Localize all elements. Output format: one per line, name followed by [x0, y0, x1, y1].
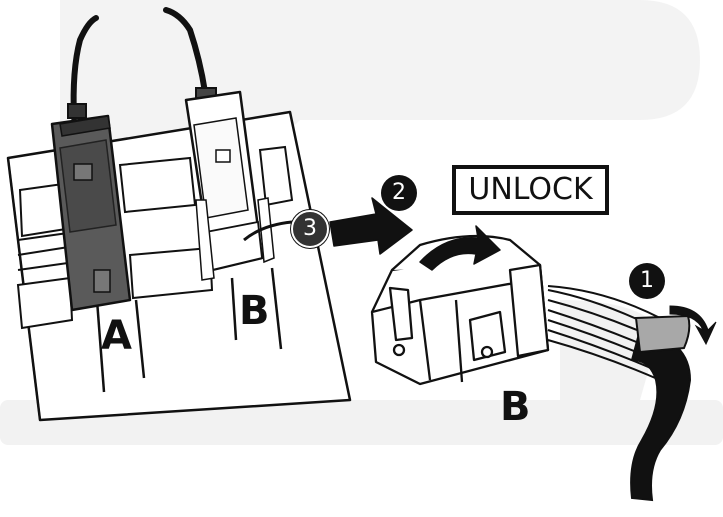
- clip-b-label: B: [239, 291, 270, 331]
- connector-b-label: B: [500, 387, 531, 427]
- clip-a-label: A: [101, 316, 132, 356]
- unlock-label: UNLOCK: [452, 165, 609, 215]
- step-2-badge: 2: [381, 175, 417, 211]
- step-1-badge: 1: [629, 263, 665, 299]
- step-3-badge: 3: [291, 210, 329, 248]
- connector-b: [372, 236, 548, 384]
- tape-peeled: [636, 316, 689, 352]
